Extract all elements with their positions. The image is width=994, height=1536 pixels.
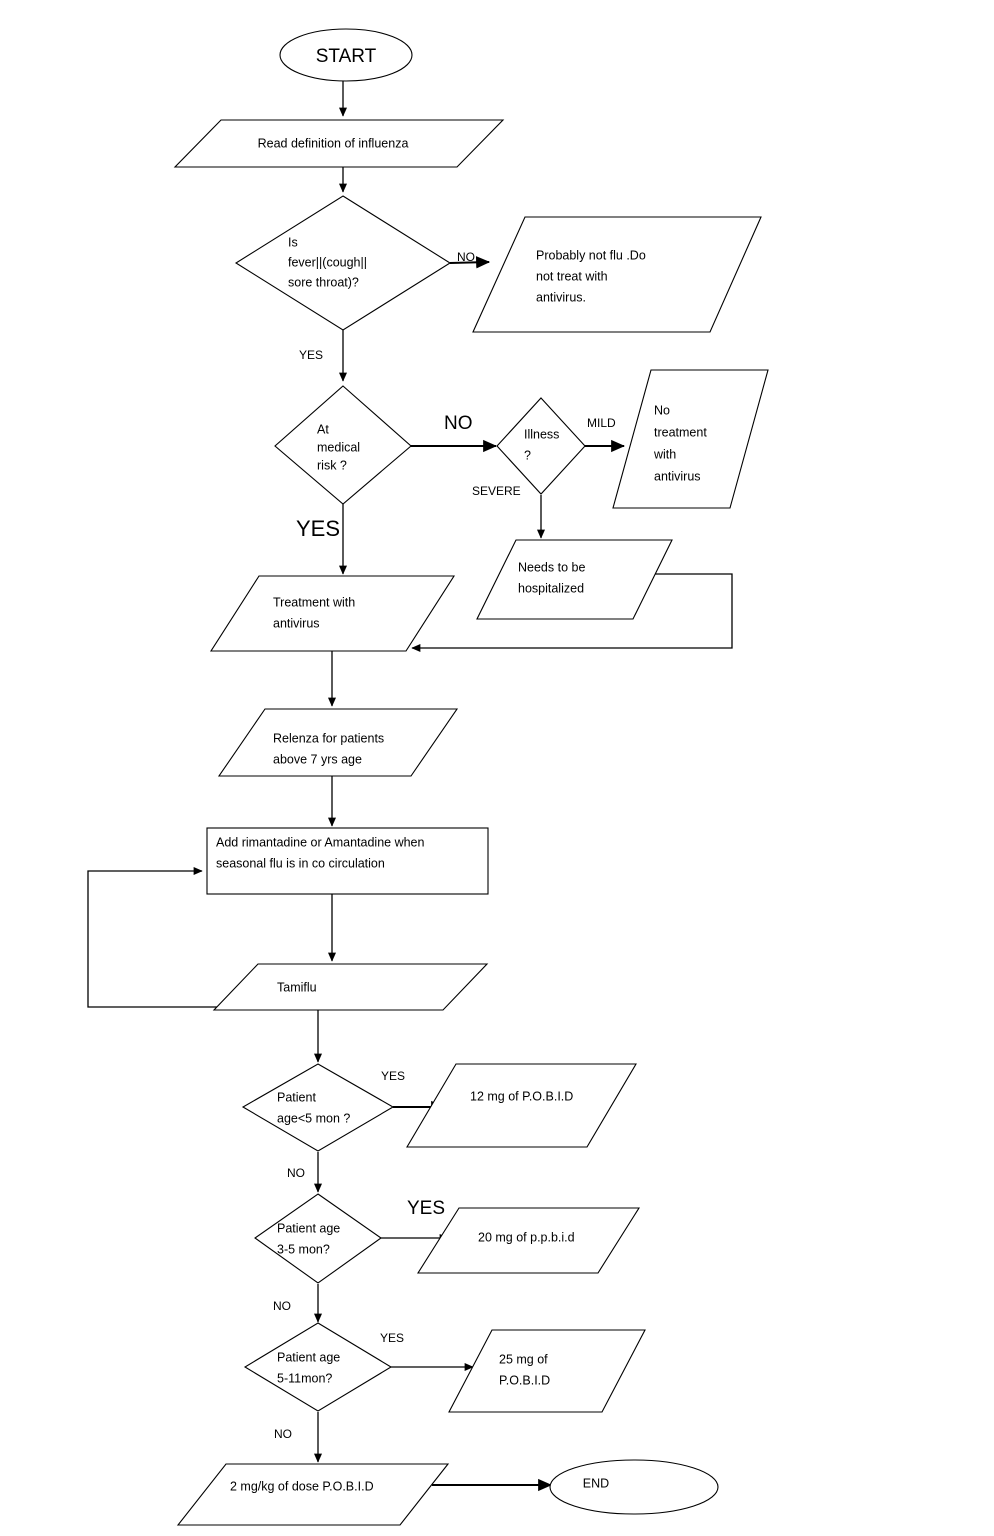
node-end: END [549, 1459, 719, 1515]
node-dose-20mg-label: 20 mg of p.p.b.i.d [478, 1230, 575, 1244]
node-tamiflu: Tamiflu [212, 963, 489, 1011]
node-illness-decision: Illness ? [496, 397, 586, 495]
node-dose-2mgkg-label: 2 mg/kg of dose P.O.B.I.D [230, 1479, 374, 1493]
node-rimantadine: Add rimantadine or Amantadine when seaso… [206, 827, 489, 895]
node-read-definition-label: Read definition of influenza [258, 136, 409, 150]
node-medical-risk-line3: risk ? [317, 458, 347, 472]
node-age-3-5-decision: Patient age 3-5 mon? [254, 1193, 382, 1284]
node-tamiflu-label: Tamiflu [277, 980, 317, 994]
node-no-treatment: No treatment with antivirus [612, 369, 769, 509]
edge-label-age-3-5-no: NO [273, 1299, 291, 1313]
node-age-5-11-line2: 5-11mon? [277, 1371, 332, 1385]
node-no-treatment-line2: treatment [654, 425, 707, 439]
edge-label-risk-no: NO [444, 413, 473, 434]
node-illness-line1: Illness [524, 427, 559, 441]
node-treatment-antivirus: Treatment with antivirus [209, 575, 456, 652]
node-symptom-line1: Is [288, 235, 298, 249]
node-rimantadine-line1: Add rimantadine or Amantadine when [216, 835, 425, 849]
edge-symptom-no [449, 256, 491, 269]
node-symptom-decision: Is fever||(cough|| sore throat)? [234, 195, 452, 331]
node-hospitalized: Needs to be hospitalized [476, 539, 673, 620]
node-dose-20mg: 20 mg of p.p.b.i.d [417, 1207, 640, 1274]
node-hospitalized-line2: hospitalized [518, 581, 584, 595]
node-age-under5-line2: age<5 mon ? [277, 1111, 350, 1125]
edge-label-age-5-11-no: NO [274, 1427, 292, 1441]
node-relenza-line1: Relenza for patients [273, 731, 384, 745]
node-start: START [279, 28, 413, 82]
node-age-3-5-line1: Patient age [277, 1221, 340, 1235]
edge-label-age-under5-yes: YES [381, 1069, 405, 1083]
edge-label-illness-severe: SEVERE [472, 484, 521, 498]
node-no-treatment-line3: with [653, 447, 676, 461]
node-dose-12mg: 12 mg of P.O.B.I.D [406, 1063, 637, 1148]
node-end-label: END [583, 1476, 609, 1490]
node-no-treatment-line4: antivirus [654, 469, 701, 483]
node-dose-12mg-label: 12 mg of P.O.B.I.D [470, 1089, 573, 1103]
edge-label-age-under5-no: NO [287, 1166, 305, 1180]
node-read-definition: Read definition of influenza [173, 119, 505, 168]
node-probably-not-flu-line1: Probably not flu .Do [536, 248, 646, 262]
node-dose-2mgkg: 2 mg/kg of dose P.O.B.I.D [176, 1463, 450, 1526]
node-hospitalized-line1: Needs to be [518, 560, 585, 574]
node-age-under5-line1: Patient [277, 1090, 316, 1104]
edge-label-age-3-5-yes: YES [407, 1198, 445, 1219]
node-no-treatment-line1: No [654, 403, 670, 417]
node-probably-not-flu-line3: antivirus. [536, 290, 586, 304]
node-symptom-line3: sore throat)? [288, 275, 359, 289]
edge-label-risk-yes: YES [296, 516, 340, 541]
edge-label-illness-mild: MILD [587, 416, 616, 430]
node-dose-25mg: 25 mg of P.O.B.I.D [448, 1329, 646, 1413]
node-treatment-line1: Treatment with [273, 595, 355, 609]
edge-label-symptom-no: NO [457, 250, 475, 264]
node-age-5-11-decision: Patient age 5-11mon? [243, 1322, 393, 1412]
node-medical-risk-decision: At medical risk ? [274, 385, 412, 505]
edge-hospitalized-to-treatment [411, 573, 733, 653]
edge-tamiflu-loop-to-rimantadine [87, 866, 228, 1008]
node-symptom-line2: fever||(cough|| [288, 255, 367, 269]
node-treatment-line2: antivirus [273, 616, 320, 630]
node-dose-25mg-line2: P.O.B.I.D [499, 1373, 550, 1387]
node-age-under5-decision: Patient age<5 mon ? [241, 1063, 395, 1152]
edge-label-symptom-yes: YES [299, 348, 323, 362]
edge-label-age-5-11-yes: YES [380, 1331, 404, 1345]
node-probably-not-flu-line2: not treat with [536, 269, 608, 283]
node-relenza-line2: above 7 yrs age [273, 752, 362, 766]
node-medical-risk-line2: medical [317, 440, 360, 454]
node-relenza: Relenza for patients above 7 yrs age [217, 708, 459, 777]
node-illness-line2: ? [524, 448, 531, 462]
node-age-5-11-line1: Patient age [277, 1350, 340, 1364]
node-rimantadine-line2: seasonal flu is in co circulation [216, 856, 385, 870]
node-medical-risk-line1: At [317, 422, 329, 436]
node-dose-25mg-line1: 25 mg of [499, 1352, 548, 1366]
node-start-label: START [316, 46, 377, 67]
node-probably-not-flu: Probably not flu .Do not treat with anti… [472, 216, 762, 333]
node-age-3-5-line2: 3-5 mon? [277, 1242, 330, 1256]
